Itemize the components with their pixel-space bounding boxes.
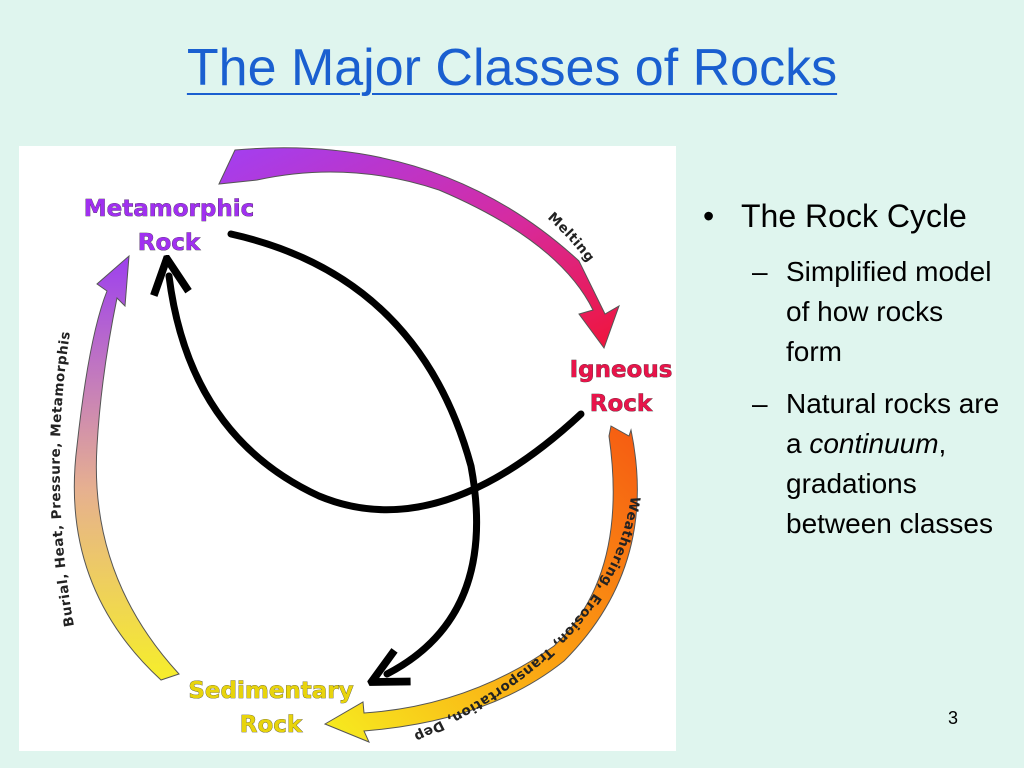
igneous-label-line2: Rock [590,391,653,417]
sedimentary-label-line2: Rock [240,712,303,738]
metamorphic-label-line1: Metamorphic [84,196,254,222]
bullet-dot: • [703,198,715,234]
weathering-arrow [323,425,638,743]
sub-bullet-1-text: Simplified model of how rocks form [786,256,992,367]
burial-arrow [73,254,180,681]
sub-bullet-2-part2: , gradations between classes [786,428,994,539]
sub-bullet-simplified: – Simplified model of how rocks form [752,252,1010,372]
sub-bullet-dash: – [752,388,768,419]
sub-bullet-2-text: Natural rocks are a continuum, gradation… [786,384,1001,544]
igneous-to-metamorphic-arrow [169,276,585,514]
sub-bullet-2-part1: Natural rocks are a [786,388,1000,459]
bullet-rock-cycle: • The Rock Cycle [700,196,1010,236]
rock-cycle-diagram: Metamorphic Rock Igneous Rock Sedimentar… [19,146,676,751]
sub-bullet-dash: – [752,256,768,287]
metamorphic-to-sedimentary-arrow [227,230,481,674]
burial-label-path: Burial, Heat, Pressure, Metamorphism [19,146,77,628]
slide-title: The Major Classes of Rocks [186,39,838,97]
igneous-label-line1: Igneous [570,357,673,383]
sub-bullet-list: – Simplified model of how rocks form – N… [700,252,1010,544]
burial-label: Burial, Heat, Pressure, Metamorphism [19,146,78,628]
rock-cycle-svg: Metamorphic Rock Igneous Rock Sedimentar… [19,146,673,745]
page-number: 3 [948,708,959,728]
metamorphic-label-line2: Rock [138,230,201,256]
bullet-main-text: The Rock Cycle [741,198,967,234]
sub-bullet-2-italic: continuum [809,428,939,459]
sedimentary-label-line1: Sedimentary [188,678,353,704]
melting-arrow [218,147,620,350]
bullet-list: • The Rock Cycle – Simplified model of h… [700,196,1010,556]
sub-bullet-natural-rocks: – Natural rocks are a continuum, gradati… [752,384,1010,544]
